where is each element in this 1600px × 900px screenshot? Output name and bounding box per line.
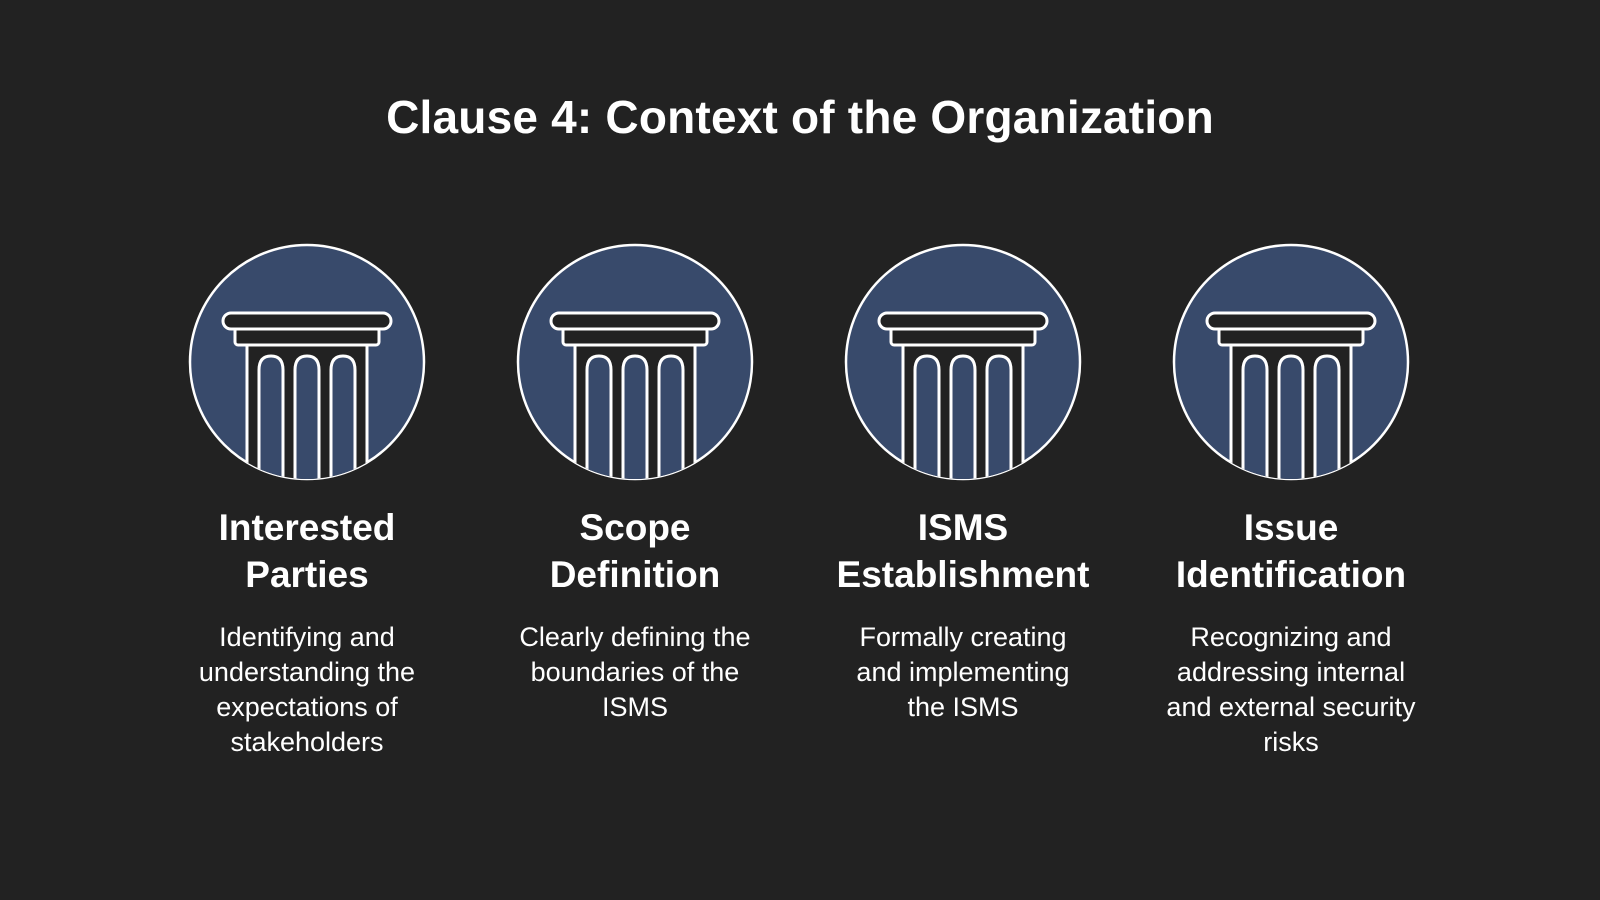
pillar-description: Clearly defining the boundaries of the I…: [519, 622, 751, 722]
pillar-description: Identifying and understanding the expect…: [198, 622, 416, 757]
pillar-heading: Scope Definition: [549, 507, 721, 595]
pillar-description: Recognizing and addressing internal and …: [1166, 622, 1416, 757]
pillar-heading: Issue Identification: [1175, 507, 1407, 595]
pillar-icon: [844, 243, 1082, 481]
pillar-scope-definition: Scope Definition Clearly defining the bo…: [490, 242, 780, 725]
pillar-heading: Interested Parties: [218, 507, 396, 595]
pillar-icon: [516, 243, 754, 481]
pillar-icon: [1172, 243, 1410, 481]
pillar-icon: [188, 243, 426, 481]
pillar-heading: ISMS Establishment: [836, 507, 1090, 595]
pillar-description: Formally creating and implementing the I…: [856, 622, 1070, 722]
pillar-isms-establishment: ISMS Establishment Formally creating and…: [818, 242, 1108, 725]
diagram-title: Clause 4: Context of the Organization: [386, 91, 1214, 143]
pillar-issue-identification: Issue Identification Recognizing and add…: [1146, 242, 1436, 760]
pillar-interested-parties: Interested Parties Identifying and under…: [162, 242, 452, 760]
